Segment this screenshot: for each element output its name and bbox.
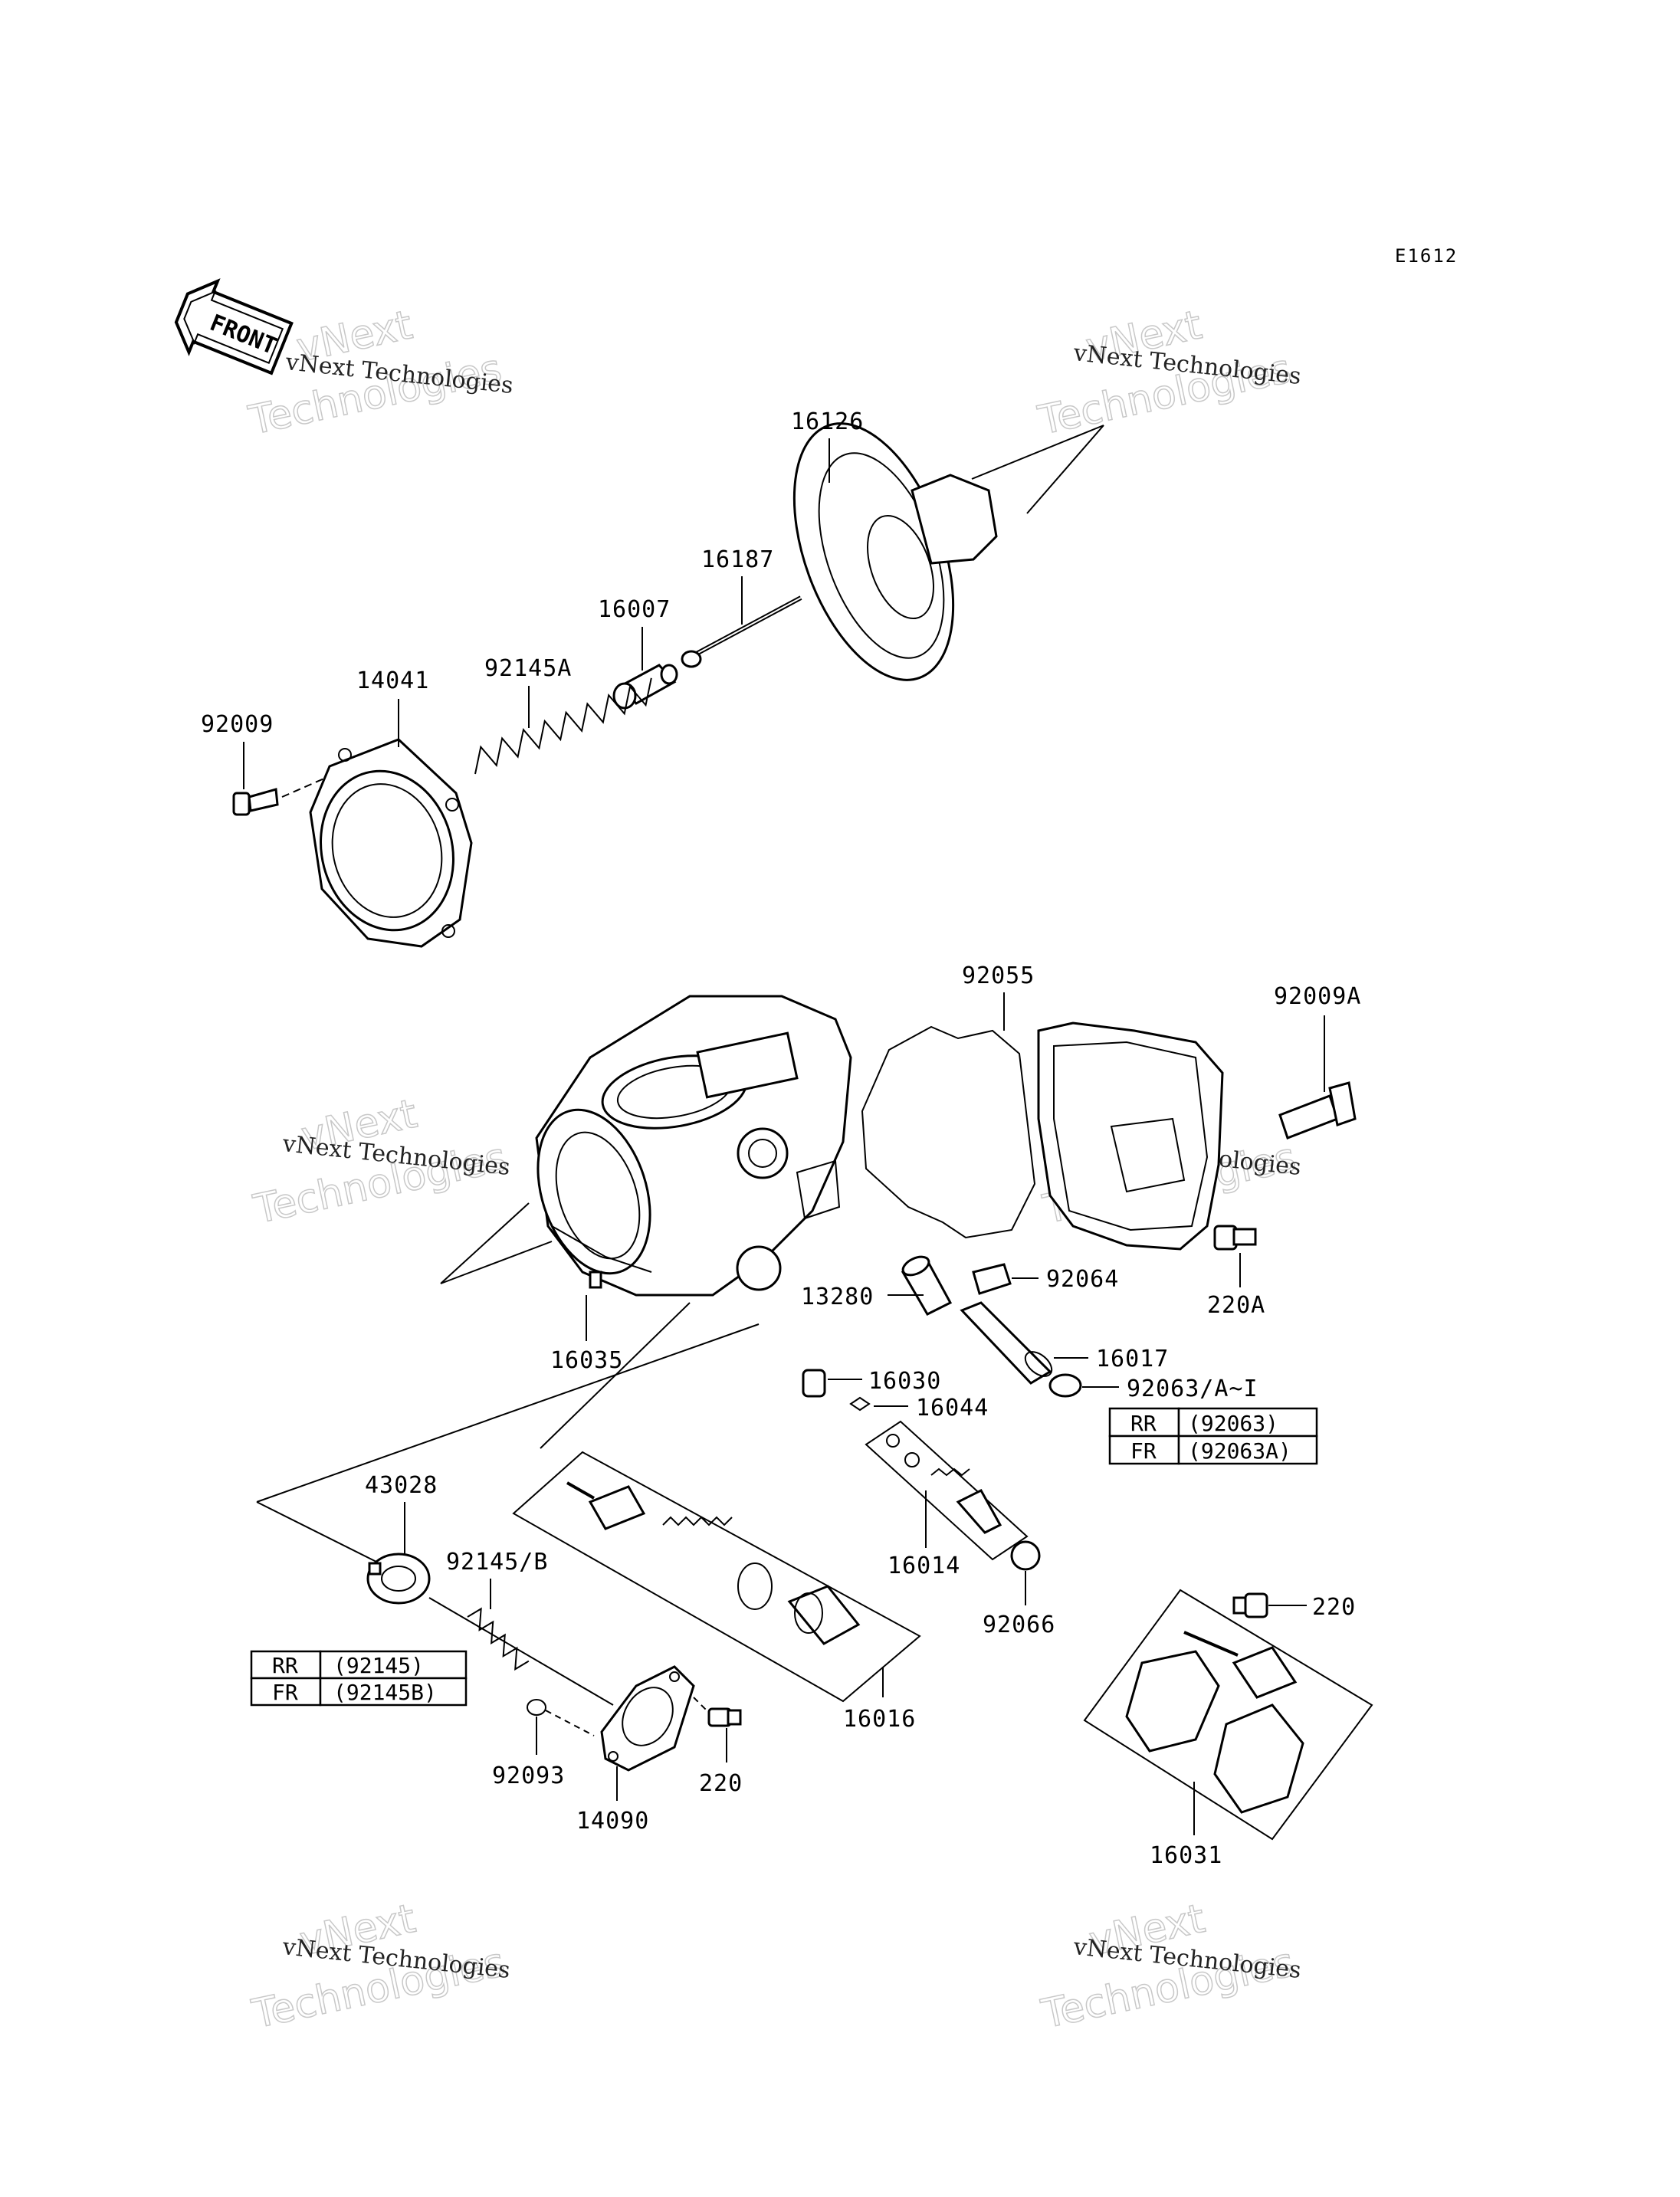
part-carburetor-body — [535, 995, 852, 1297]
part-220-screw-bottom — [707, 1707, 742, 1727]
table-92145-row1-part: (92145) — [333, 1653, 424, 1678]
part-220A-screw — [1213, 1225, 1257, 1251]
label-16126: 16126 — [791, 408, 864, 435]
part-14041-top-cover — [309, 738, 473, 948]
label-220-right: 220 — [1312, 1594, 1356, 1621]
table-92145-row2-code: FR — [272, 1680, 298, 1705]
table-92063: RR (92063) FR (92063A) — [1108, 1407, 1318, 1465]
leader-43028-diag — [256, 1501, 388, 1568]
label-92145A: 92145A — [484, 655, 572, 682]
part-92055-gasket — [861, 1025, 1036, 1239]
label-92009A: 92009A — [1274, 983, 1361, 1010]
label-16007: 16007 — [598, 596, 671, 623]
part-220-screw-right — [1232, 1592, 1268, 1618]
part-16017-needle-jet — [960, 1301, 1053, 1385]
part-92145B-spring — [467, 1607, 530, 1671]
part-92009-screw — [232, 788, 279, 816]
label-92066: 92066 — [983, 1612, 1055, 1638]
label-92093: 92093 — [492, 1763, 565, 1789]
part-92093-o-ring — [527, 1699, 546, 1716]
part-92066-cap — [1010, 1540, 1041, 1571]
part-92063-main-jet — [1048, 1373, 1082, 1398]
part-16031-float-kit — [1083, 1589, 1373, 1841]
label-16187: 16187 — [701, 546, 774, 573]
label-16014: 16014 — [888, 1553, 960, 1579]
label-16031: 16031 — [1150, 1842, 1222, 1869]
leader-220-bottom-dash — [693, 1697, 710, 1713]
diagram-code: E1612 — [1395, 245, 1458, 267]
part-16016-kit — [512, 1451, 921, 1703]
leader-body-watermark-2 — [440, 1241, 553, 1284]
label-14090: 14090 — [576, 1808, 649, 1835]
label-92145B: 92145/B — [446, 1549, 548, 1576]
part-14090-diaphragm-cover — [600, 1665, 695, 1772]
leader-16126-watermark — [971, 425, 1104, 480]
label-92055: 92055 — [962, 962, 1035, 989]
table-92063-row2-part: (92063A) — [1188, 1438, 1291, 1464]
part-43028-diaphragm — [366, 1553, 431, 1605]
part-16030-plug — [802, 1369, 826, 1398]
table-92063-row1-part: (92063) — [1188, 1411, 1278, 1436]
label-16016: 16016 — [843, 1706, 916, 1733]
table-92145-row2-part: (92145B) — [333, 1680, 437, 1705]
part-16044-clip — [849, 1396, 871, 1412]
label-92009: 92009 — [201, 711, 274, 738]
part-float-bowl — [1037, 1021, 1224, 1251]
leader-body-to-43028 — [256, 1323, 760, 1503]
leader-92009-dash — [281, 777, 326, 798]
label-92063: 92063/A~I — [1127, 1376, 1258, 1402]
leader-92093-dash — [545, 1710, 595, 1736]
leader-body-watermark-1 — [440, 1202, 530, 1284]
table-92063-row2-code: FR — [1130, 1438, 1157, 1464]
leader-92145B-axis — [428, 1597, 614, 1706]
label-92064: 92064 — [1046, 1266, 1119, 1293]
part-16126-vacuum-piston — [792, 422, 998, 681]
part-92009A-screw — [1278, 1081, 1357, 1139]
label-13280: 13280 — [801, 1284, 874, 1310]
part-92064-pilot-jet — [972, 1263, 1012, 1295]
label-220-bottom: 220 — [699, 1770, 743, 1797]
leader-16126-watermark-2 — [1026, 425, 1104, 514]
part-13280-bleed-pipe — [901, 1255, 953, 1316]
label-14041: 14041 — [356, 667, 429, 694]
part-16014-screw-kit — [865, 1420, 1029, 1561]
table-92063-row1-code: RR — [1130, 1411, 1157, 1436]
table-92145: RR (92145) FR (92145B) — [250, 1650, 468, 1707]
label-220A: 220A — [1207, 1292, 1265, 1319]
part-92145A-spring — [474, 677, 652, 775]
label-16030: 16030 — [868, 1368, 941, 1395]
part-16187-jet-needle — [681, 595, 802, 668]
part-16007-needle-holder — [612, 664, 678, 710]
label-16017: 16017 — [1096, 1346, 1169, 1372]
leader-body-to-16016 — [540, 1302, 691, 1449]
table-92145-row1-code: RR — [272, 1653, 298, 1678]
label-16044: 16044 — [916, 1395, 989, 1421]
front-arrow-icon: FRONT — [174, 278, 294, 375]
label-43028: 43028 — [365, 1472, 438, 1499]
label-16035: 16035 — [550, 1347, 623, 1374]
